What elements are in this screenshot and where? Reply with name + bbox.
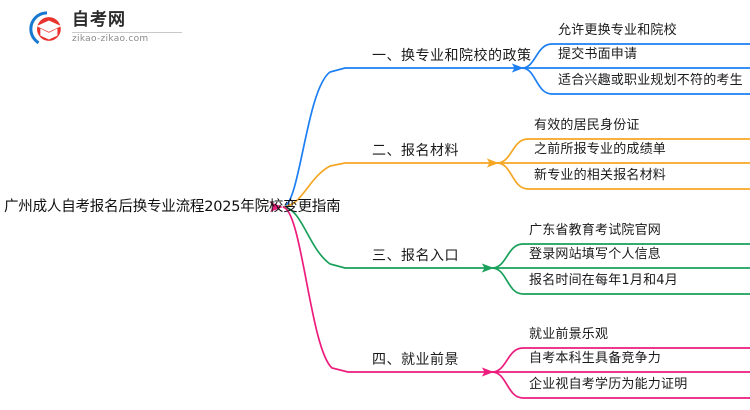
leaf-label-2-1: 有效的居民身份证 [534, 118, 640, 133]
leaf-label-4-1: 就业前景乐观 [529, 327, 609, 342]
mindmap-root-label: 广州成人自考报名后换专业流程2025年院校变更指南 [4, 199, 341, 215]
branch-label-3: 三、报名入口 [372, 248, 459, 264]
branch-connector-4 [282, 206, 750, 399]
leaf-label-3-3: 报名时间在每年1月和4月 [529, 273, 678, 288]
leaf-label-2-2: 之前所报专业的成绩单 [534, 142, 667, 157]
branch-connector-2 [282, 138, 750, 208]
leaf-label-4-2: 自考本科生具备竞争力 [529, 351, 662, 366]
logo-name: 自考网 [72, 10, 126, 30]
leaf-label-4-3: 企业视自考学历为能力证明 [529, 377, 688, 392]
leaf-label-1-1: 允许更换专业和院校 [558, 23, 677, 38]
leaf-label-3-2: 登录网站填写个人信息 [529, 247, 662, 262]
leaf-label-3-1: 广东省教育考试院官网 [529, 223, 662, 238]
logo-divider [72, 32, 182, 33]
leaf-label-1-3: 适合兴趣或职业规划不符的考生 [558, 73, 743, 88]
leaf-label-1-2: 提交书面申请 [558, 47, 638, 62]
branch-label-2: 二、报名材料 [372, 143, 459, 159]
leaf-label-2-3: 新专业的相关报名材料 [534, 168, 667, 183]
root-arrow-icon [270, 202, 283, 212]
site-logo: 自考网 zikao-zikao.com [28, 9, 188, 51]
logo-url: zikao-zikao.com [72, 34, 149, 44]
graduation-cap-icon [29, 11, 65, 47]
branch-connector-1 [282, 43, 750, 208]
branch-label-4: 四、就业前景 [372, 352, 459, 368]
branch-label-1: 一、换专业和院校的政策 [372, 48, 532, 64]
branch-connector-3 [282, 206, 750, 295]
logo-text: 自考网 zikao-zikao.com [72, 9, 192, 46]
